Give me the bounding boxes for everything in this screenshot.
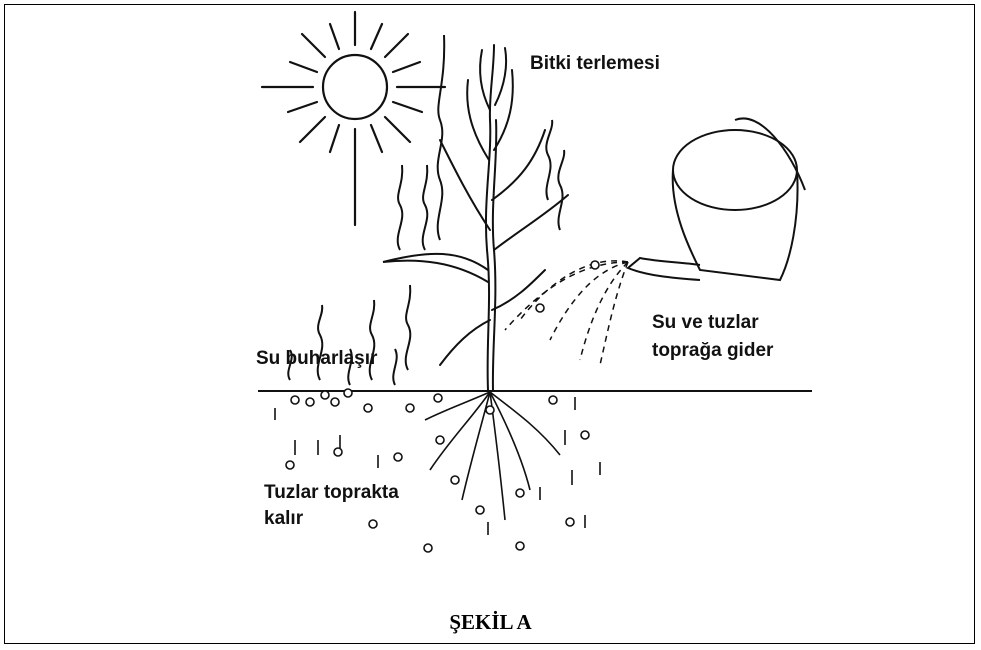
- plant-leaf: [383, 254, 488, 282]
- sun: [262, 12, 445, 225]
- plant-leaf: [440, 320, 490, 365]
- water-to-soil-label-line1: Su ve tuzlar: [652, 311, 759, 335]
- plant-leaf: [495, 48, 506, 105]
- sun-disc: [323, 55, 387, 119]
- soil-marks: [275, 397, 600, 535]
- water-spray: [505, 261, 628, 365]
- plant-leaf: [492, 270, 545, 310]
- evaporation-label: Su buharlaşır: [256, 347, 377, 371]
- plant-leaf: [494, 195, 568, 250]
- figure-caption: ŞEKİL A: [0, 610, 981, 635]
- plant-stem: [493, 120, 496, 390]
- plant-leaf: [467, 80, 489, 160]
- watering-can: [628, 118, 805, 280]
- water-to-soil-label-line2: toprağa gider: [652, 339, 773, 363]
- salts-label-line1: Tuzlar toprakta: [264, 481, 399, 505]
- salt-particles: [286, 261, 599, 552]
- transpiration-label: Bitki terlemesi: [530, 52, 660, 76]
- salts-label-line2: kalır: [264, 507, 303, 531]
- plant-leaf: [480, 50, 490, 110]
- plant-leaf: [440, 140, 490, 230]
